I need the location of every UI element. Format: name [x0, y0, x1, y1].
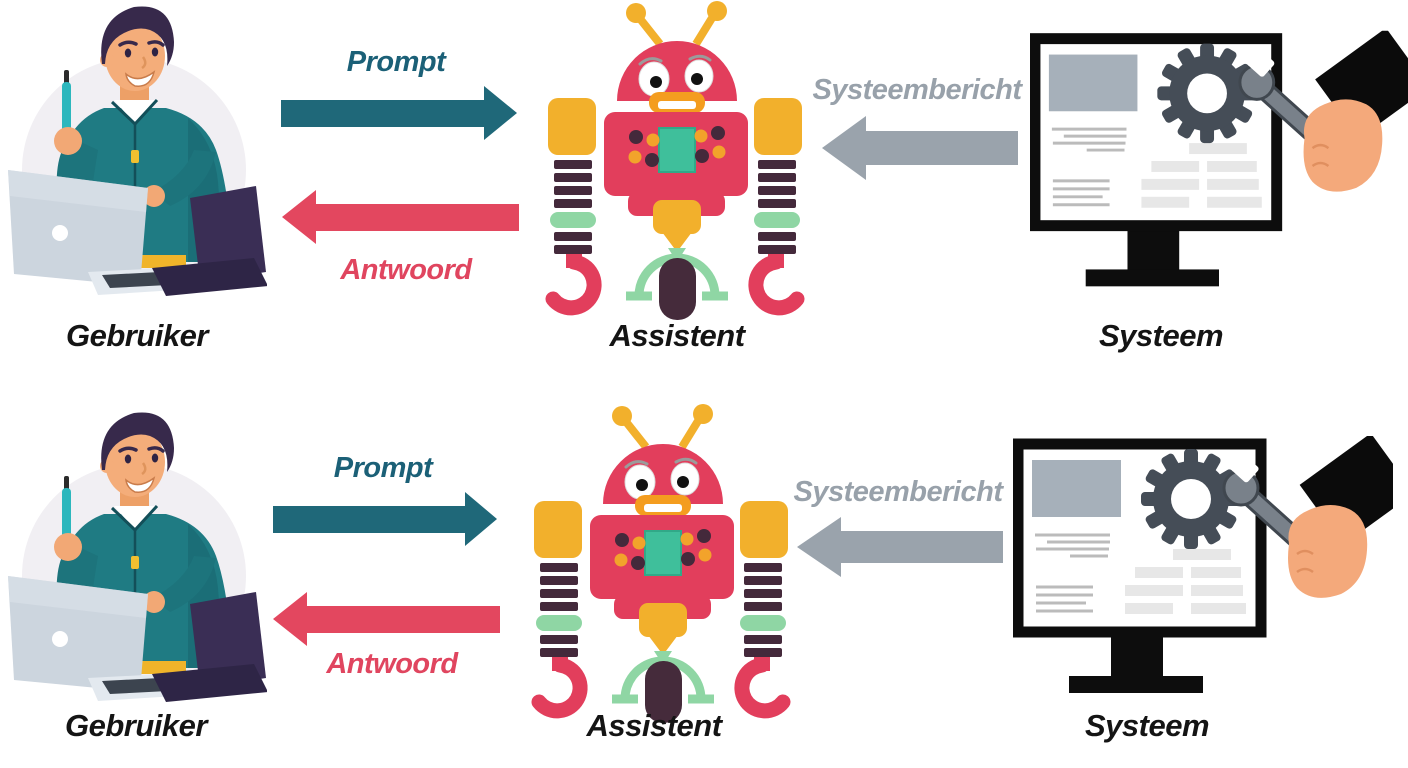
system-message-arrow [822, 116, 1018, 180]
diagram-row-1: Gebruiker Prompt Antwoord Assistent Syst… [0, 0, 1408, 353]
answer-label: Antwoord [326, 648, 458, 680]
system-message-arrow [797, 517, 1003, 577]
system-message-label: Systeembericht [793, 476, 1004, 508]
prompt-arrow [273, 492, 497, 546]
answer-arrow [273, 592, 500, 646]
user-label: Gebruiker [66, 318, 208, 353]
prompt-label: Prompt [346, 46, 446, 78]
answer-label: Antwoord [340, 254, 472, 286]
system-illustration [1030, 30, 1408, 292]
user-label: Gebruiker [65, 708, 207, 743]
prompt-label: Prompt [333, 452, 433, 484]
user-illustration [2, 406, 267, 706]
prompt-arrow [281, 86, 517, 140]
assistant-label: Assistent [609, 318, 745, 353]
system-message-label: Systeembericht [812, 74, 1023, 106]
diagram-row-2: Gebruiker Prompt Antwoord Assistent Syst… [0, 390, 1408, 768]
system-label: Systeem [1084, 708, 1210, 743]
system-illustration [1013, 436, 1393, 698]
assistant-robot-illustration [526, 403, 796, 723]
assistant-label: Assistent [586, 708, 722, 743]
system-label: Systeem [1098, 318, 1224, 353]
user-illustration [2, 0, 267, 300]
assistant-robot-illustration [540, 0, 810, 320]
answer-arrow [282, 190, 519, 244]
